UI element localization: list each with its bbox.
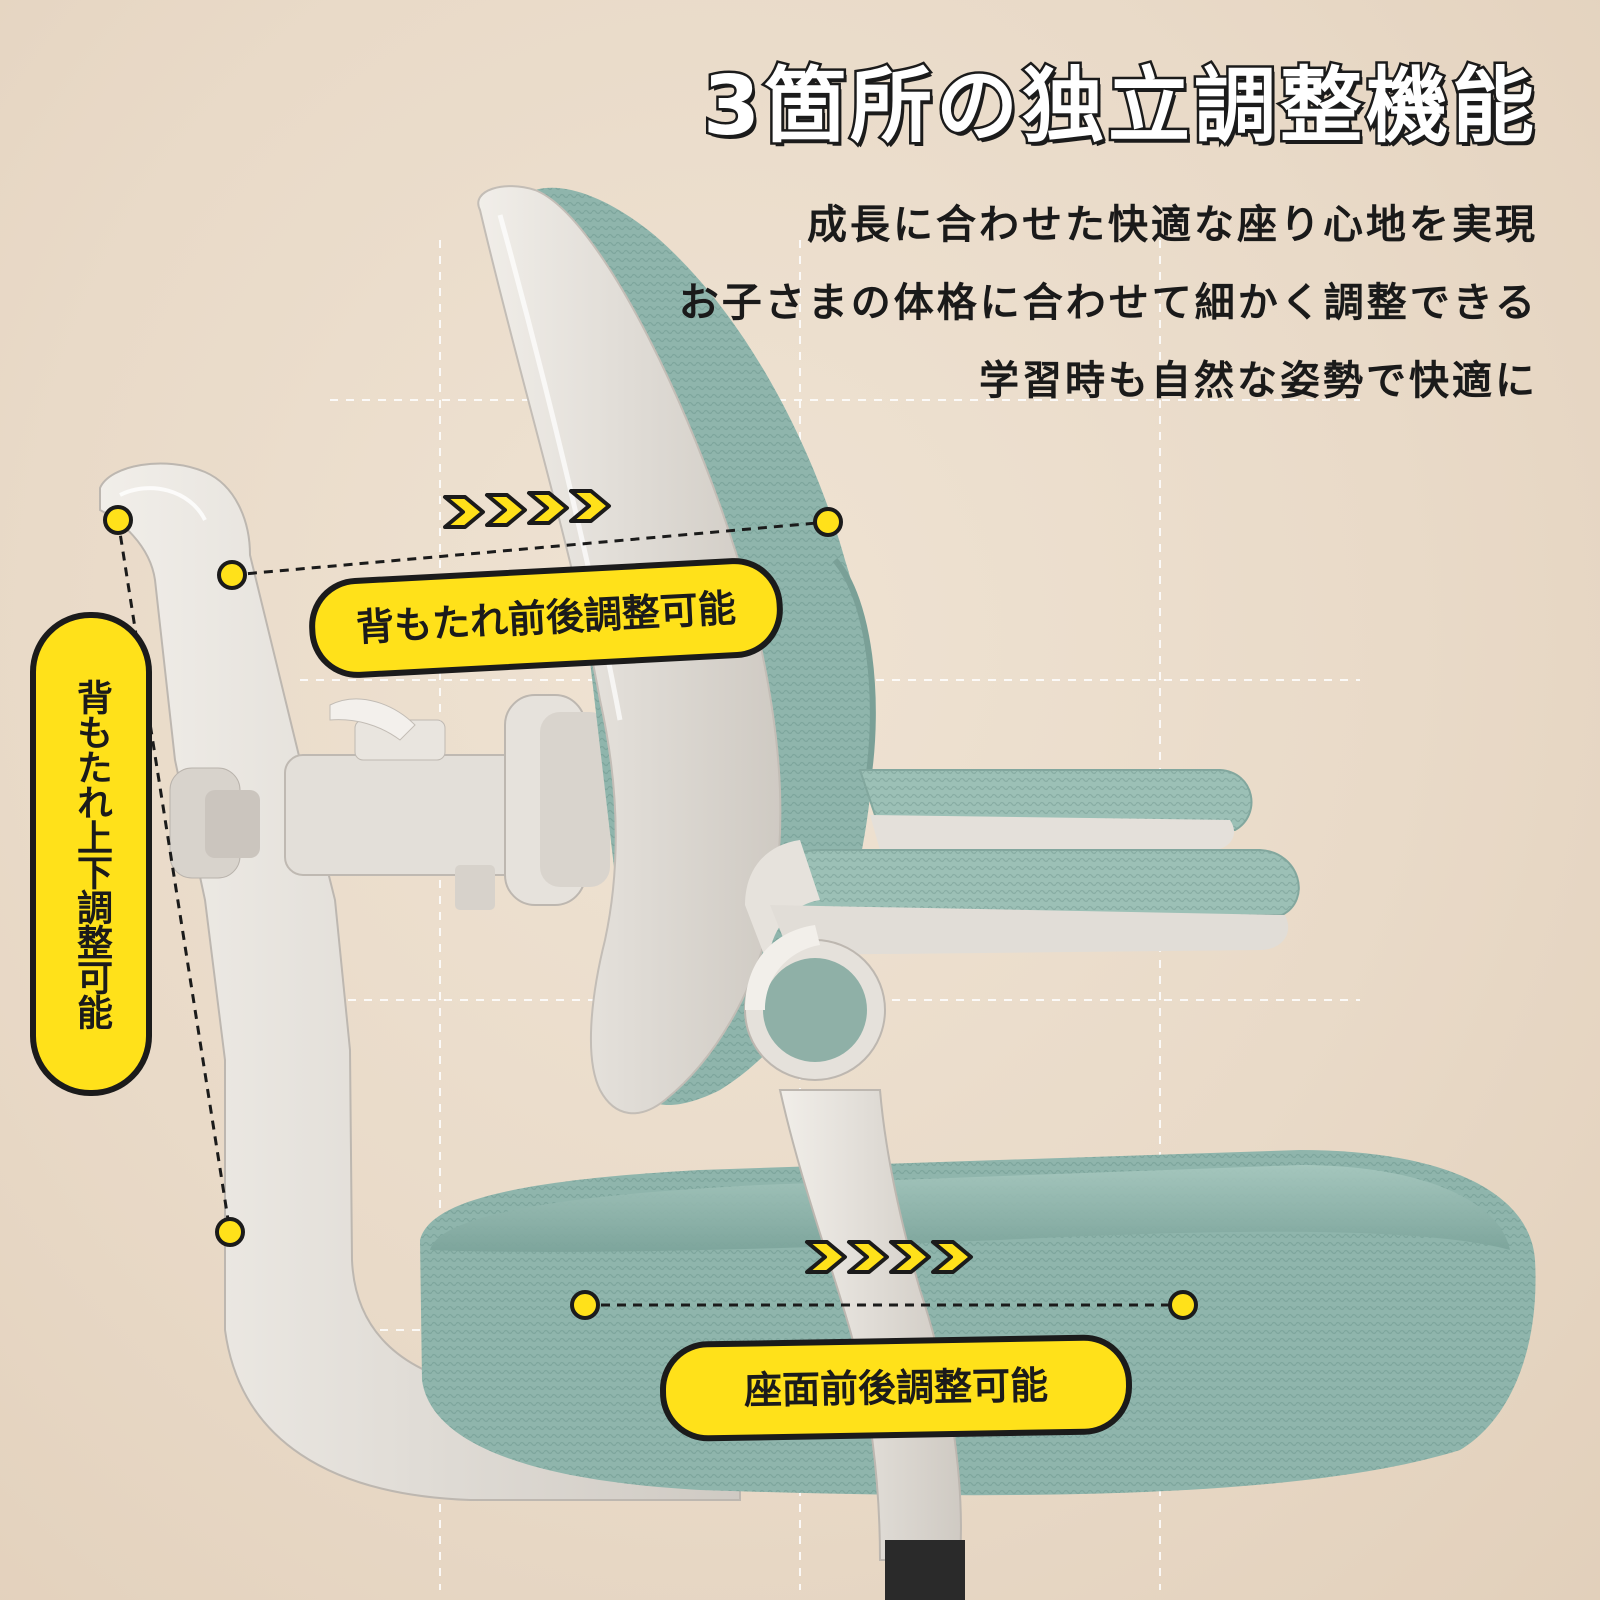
label-backrest-up-down-text: 背もたれ上下調整可能 <box>71 679 113 1029</box>
armrest-front <box>744 840 1300 1561</box>
label-backrest-up-down: 背もたれ上下調整可能 <box>30 612 152 1096</box>
adjustment-point-icon <box>103 505 1198 1320</box>
page-title: 3箇所の独立調整機能 <box>700 59 1538 154</box>
subtitle-3: 学習時も自然な姿勢で快適に <box>979 357 1538 404</box>
subtitle-2: お子さまの体格に合わせて細かく調整できる <box>678 279 1538 326</box>
chevron-right-icon <box>805 1240 973 1274</box>
seat <box>420 1150 1536 1496</box>
subtitle-1: 成長に合わせた快適な座り心地を実現 <box>807 201 1538 248</box>
mechanism-arm <box>284 694 610 910</box>
chair-base <box>885 1540 965 1600</box>
rear-frame <box>99 462 741 1501</box>
armrest-rear <box>858 769 1253 850</box>
chevron-right-icon <box>443 489 611 529</box>
label-seat-front-back: 座面前後調整可能 <box>659 1333 1133 1443</box>
